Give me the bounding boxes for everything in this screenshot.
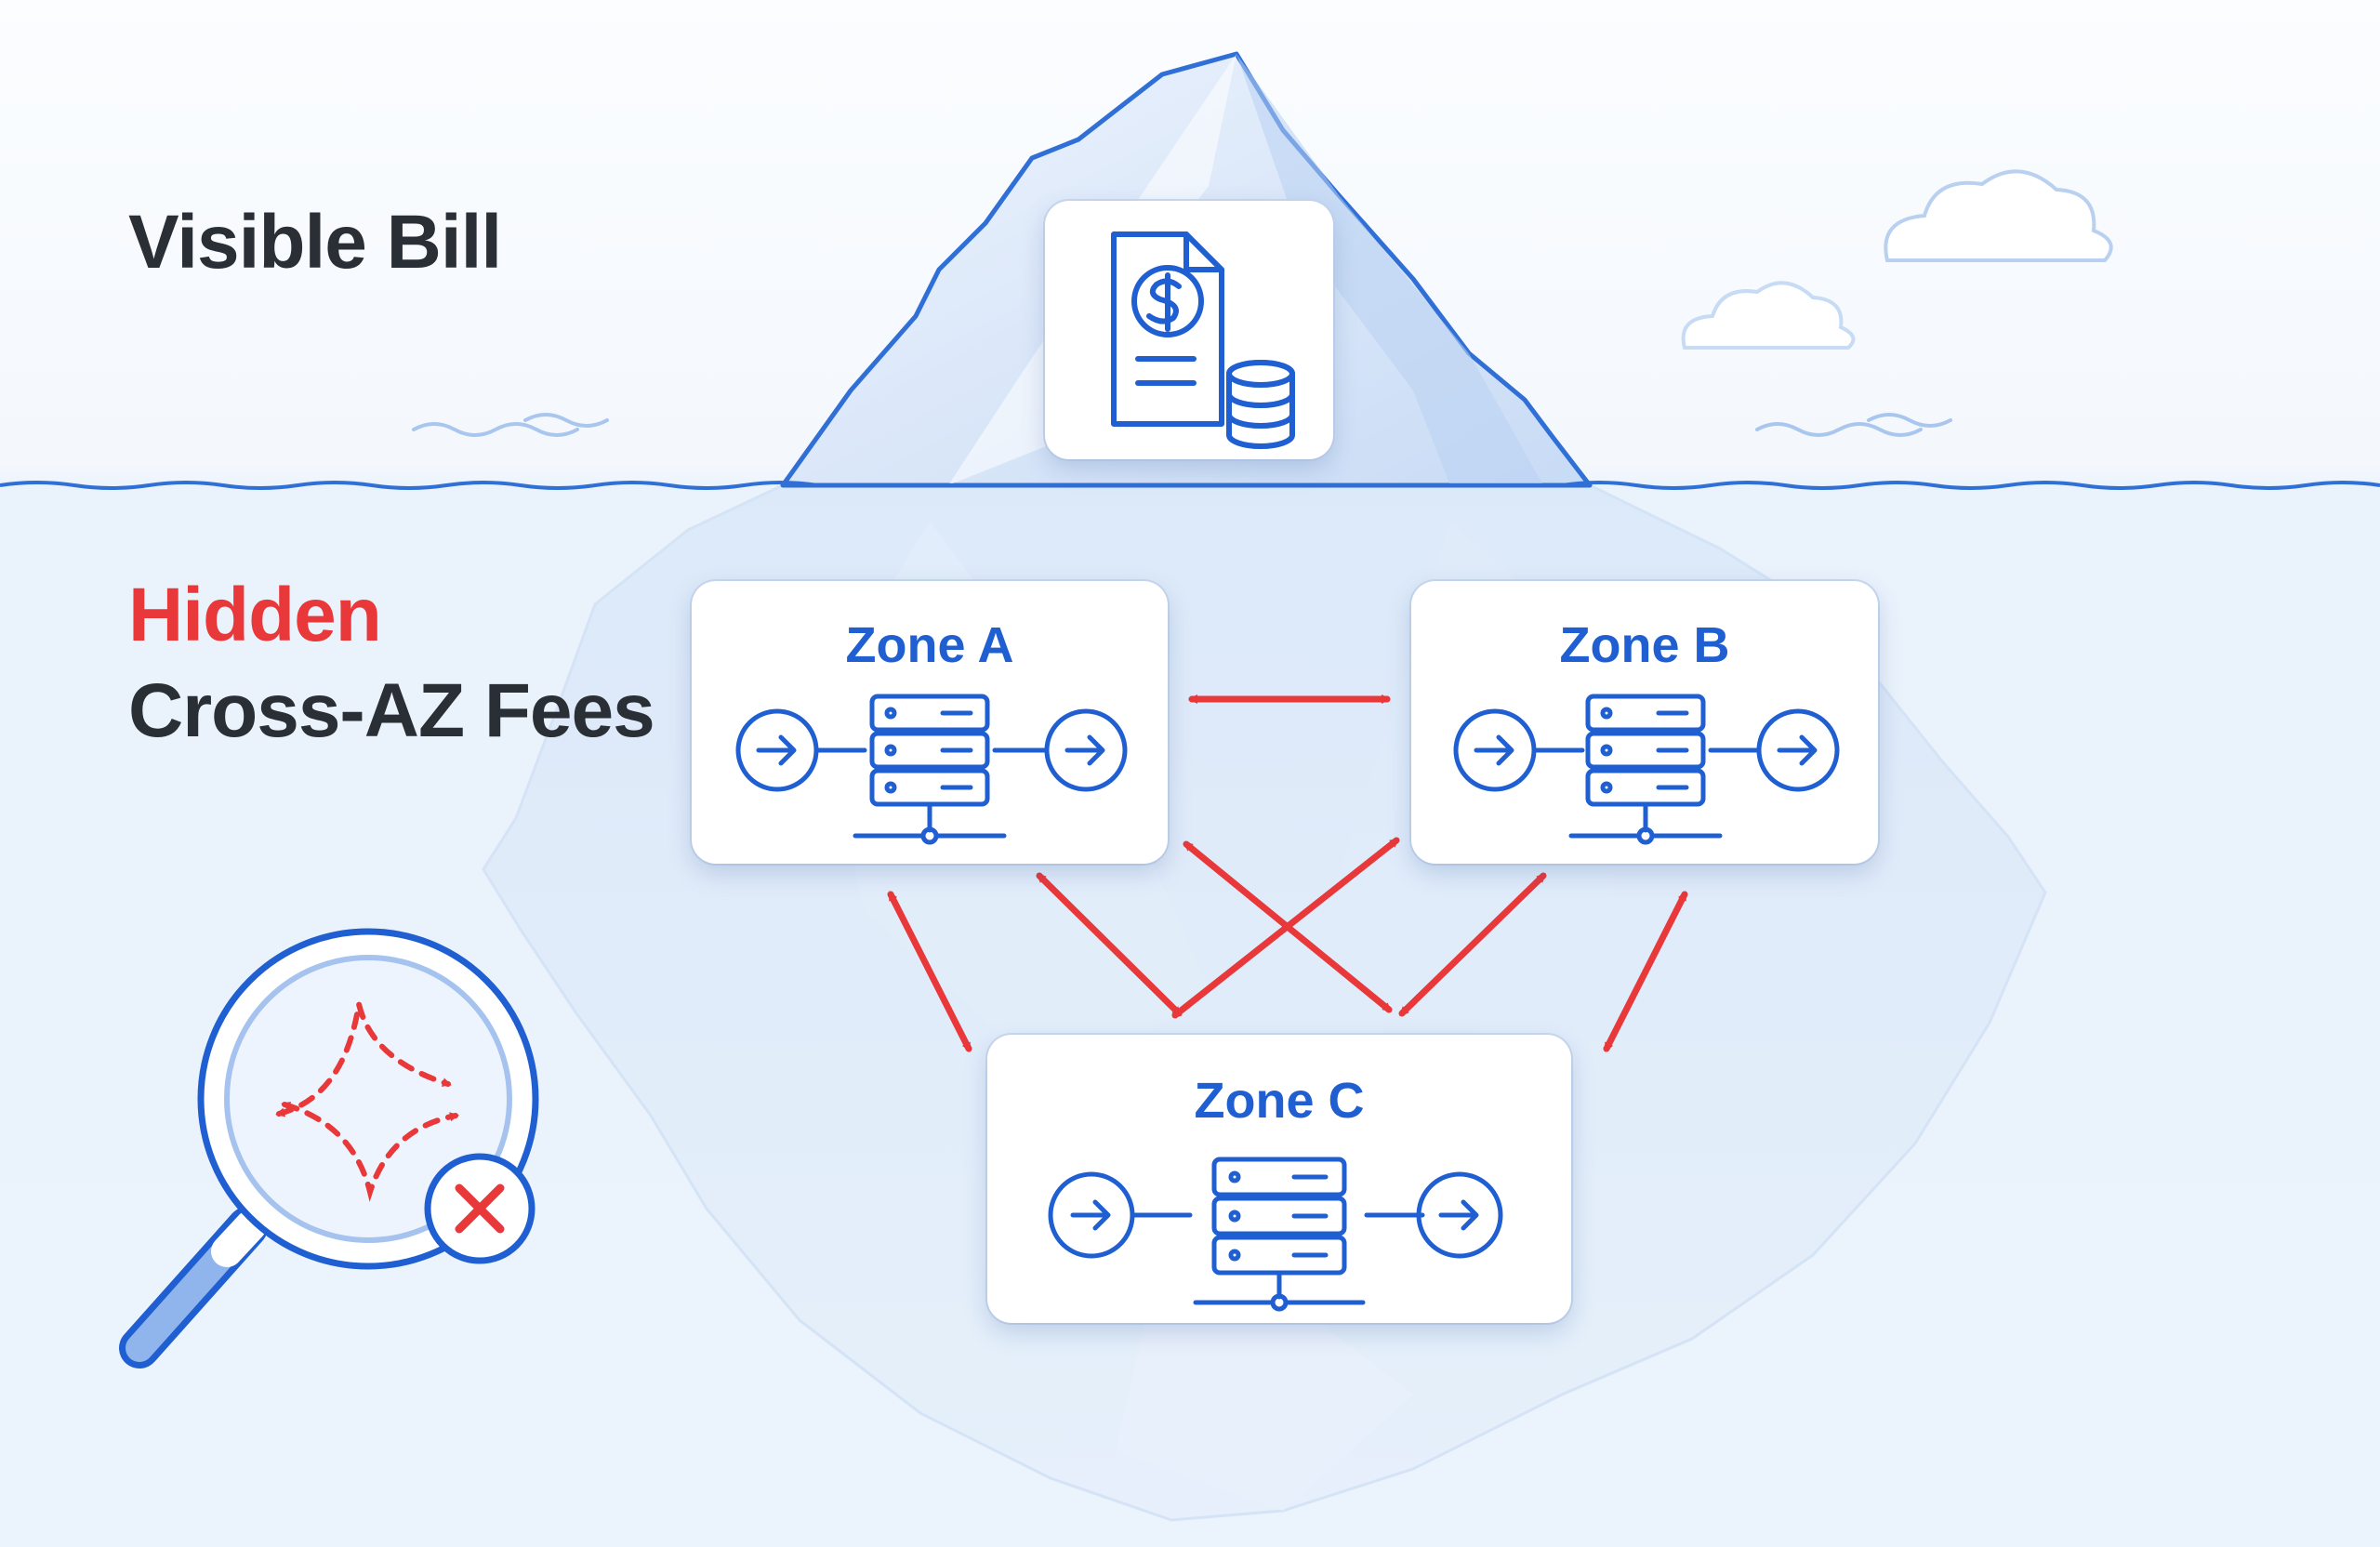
zone-title: Zone B bbox=[1559, 617, 1730, 673]
arrow-right-circle-icon bbox=[1453, 708, 1537, 792]
cross-az-fees-label: Cross-AZ Fees bbox=[128, 668, 655, 753]
arrow-b-zonec-left bbox=[1171, 837, 1400, 1019]
cloud-icon bbox=[1884, 169, 2113, 262]
arrow-a-c-diag bbox=[1036, 872, 1183, 1017]
server-rack-icon bbox=[853, 694, 1007, 845]
visible-bill-label: Visible Bill bbox=[128, 200, 502, 284]
cross-az-arrows bbox=[887, 694, 1688, 1052]
arrow-right-circle-icon bbox=[1044, 708, 1128, 792]
zone-title: Zone C bbox=[1194, 1073, 1365, 1129]
iceberg-tip-facet bbox=[1236, 54, 1543, 485]
server-rack-icon bbox=[1193, 1157, 1366, 1312]
arrow-a-c bbox=[887, 891, 972, 1052]
zone-c-flow bbox=[1048, 1157, 1503, 1312]
water-surface-line bbox=[0, 481, 2380, 490]
arrow-right-circle-icon bbox=[735, 708, 819, 792]
x-circle-icon bbox=[424, 1153, 536, 1264]
coin-stack-icon bbox=[1226, 360, 1295, 449]
zone-c-card: Zone C bbox=[987, 1035, 1571, 1323]
bill-card bbox=[1045, 201, 1333, 459]
hidden-label: Hidden bbox=[128, 573, 382, 657]
arrow-b-c bbox=[1603, 891, 1688, 1052]
arrow-right-circle-icon bbox=[1416, 1171, 1503, 1259]
zone-a-flow bbox=[735, 694, 1128, 845]
cloud-icon bbox=[1681, 281, 1856, 350]
arrow-right-circle-icon bbox=[1048, 1171, 1135, 1259]
arrow-b-c-diag bbox=[1398, 872, 1547, 1017]
zone-b-card: Zone B bbox=[1411, 581, 1878, 864]
zone-b-flow bbox=[1453, 694, 1840, 845]
arrow-right-circle-icon bbox=[1756, 708, 1840, 792]
invoice-dollar-icon bbox=[1111, 231, 1295, 449]
zone-a-card: Zone A bbox=[692, 581, 1168, 864]
server-rack-icon bbox=[1568, 694, 1723, 845]
zone-title: Zone A bbox=[845, 617, 1014, 673]
wave-marks bbox=[412, 413, 1952, 437]
